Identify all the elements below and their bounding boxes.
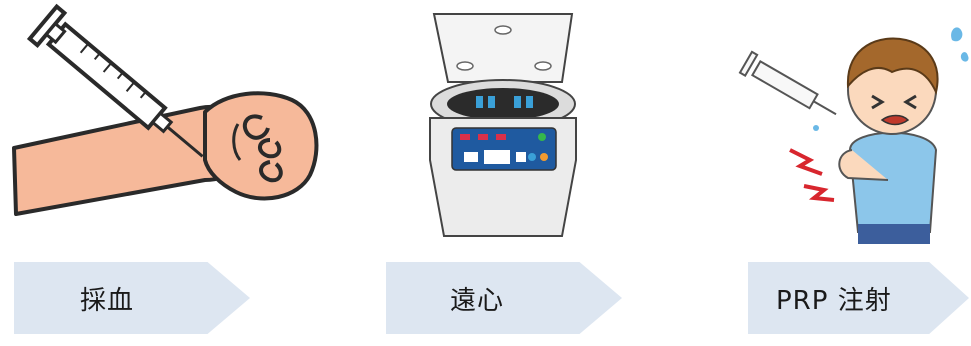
injection-child-illustration	[738, 27, 969, 244]
step-label: 遠心	[450, 285, 505, 316]
step-label: PRP 注射	[776, 285, 892, 316]
step-blood-draw: 採血	[14, 262, 250, 334]
step-centrifuge: 遠心	[386, 262, 622, 334]
centrifuge-illustration	[429, 13, 577, 237]
blood-draw-illustration	[12, 3, 319, 216]
step-label: 採血	[80, 285, 135, 316]
step-prp-injection: PRP 注射	[748, 262, 969, 334]
